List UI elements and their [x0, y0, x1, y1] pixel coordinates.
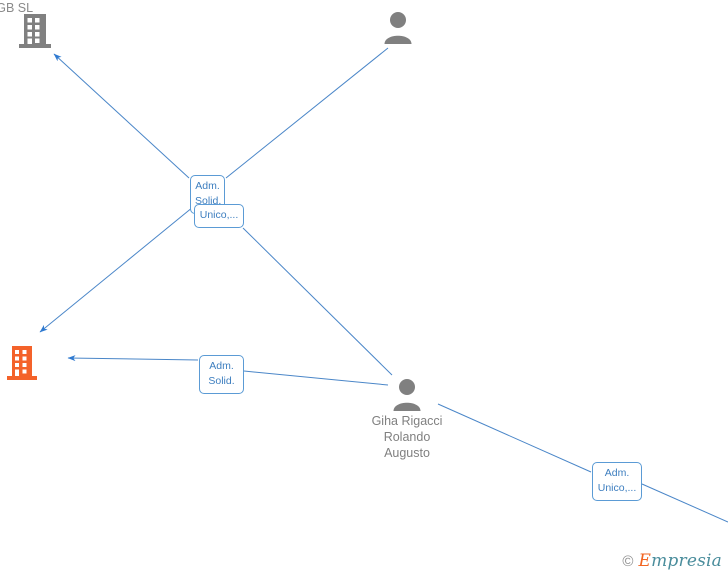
edge-hub-to-company-top-left-arrow	[53, 53, 190, 179]
edge-adm-solid-to-company-left-arrow	[67, 355, 199, 362]
node-company-top-left[interactable]: PAÑIA GB SL	[0, 1, 105, 50]
brand-rest: mpresia	[651, 551, 722, 571]
person-avatar-icon	[328, 10, 468, 44]
brand-initial: E	[638, 551, 652, 571]
company-building-icon	[0, 344, 92, 382]
edge-label-adm-unico-right[interactable]: Adm. Unico,...	[592, 462, 642, 501]
edge-adm-unico-to-offscreen	[641, 483, 728, 523]
node-person-top[interactable]	[328, 10, 468, 46]
node-company-left[interactable]: OYECTOS Y RROLLOS...	[0, 344, 92, 382]
edge-person-top-to-hub	[225, 47, 389, 179]
edge-label-adm-solid-left[interactable]: Adm. Solid.	[199, 355, 244, 394]
brand-logo: Empresia	[638, 551, 722, 571]
edge-hub-to-person-center	[242, 227, 393, 376]
edge-person-center-to-adm-solid	[243, 370, 389, 386]
node-label-company-top-left: PAÑIA GB SL	[0, 1, 34, 15]
edge-person-center-to-adm-unico	[437, 403, 592, 473]
edge-hub-to-company-left-arrow	[39, 206, 194, 333]
person-avatar-icon	[337, 377, 477, 411]
node-label-company-left: OYECTOS Y RROLLOS...	[0, 386, 34, 434]
company-building-icon	[0, 12, 105, 50]
empresia-watermark: © Empresia	[622, 551, 722, 571]
node-person-center[interactable]: Giha Rigacci Rolando Augusto	[337, 377, 477, 461]
copyright-icon: ©	[622, 552, 634, 570]
edge-label-unico-top[interactable]: Unico,...	[194, 204, 244, 228]
node-label-person-center: Giha Rigacci Rolando Augusto	[371, 414, 443, 460]
